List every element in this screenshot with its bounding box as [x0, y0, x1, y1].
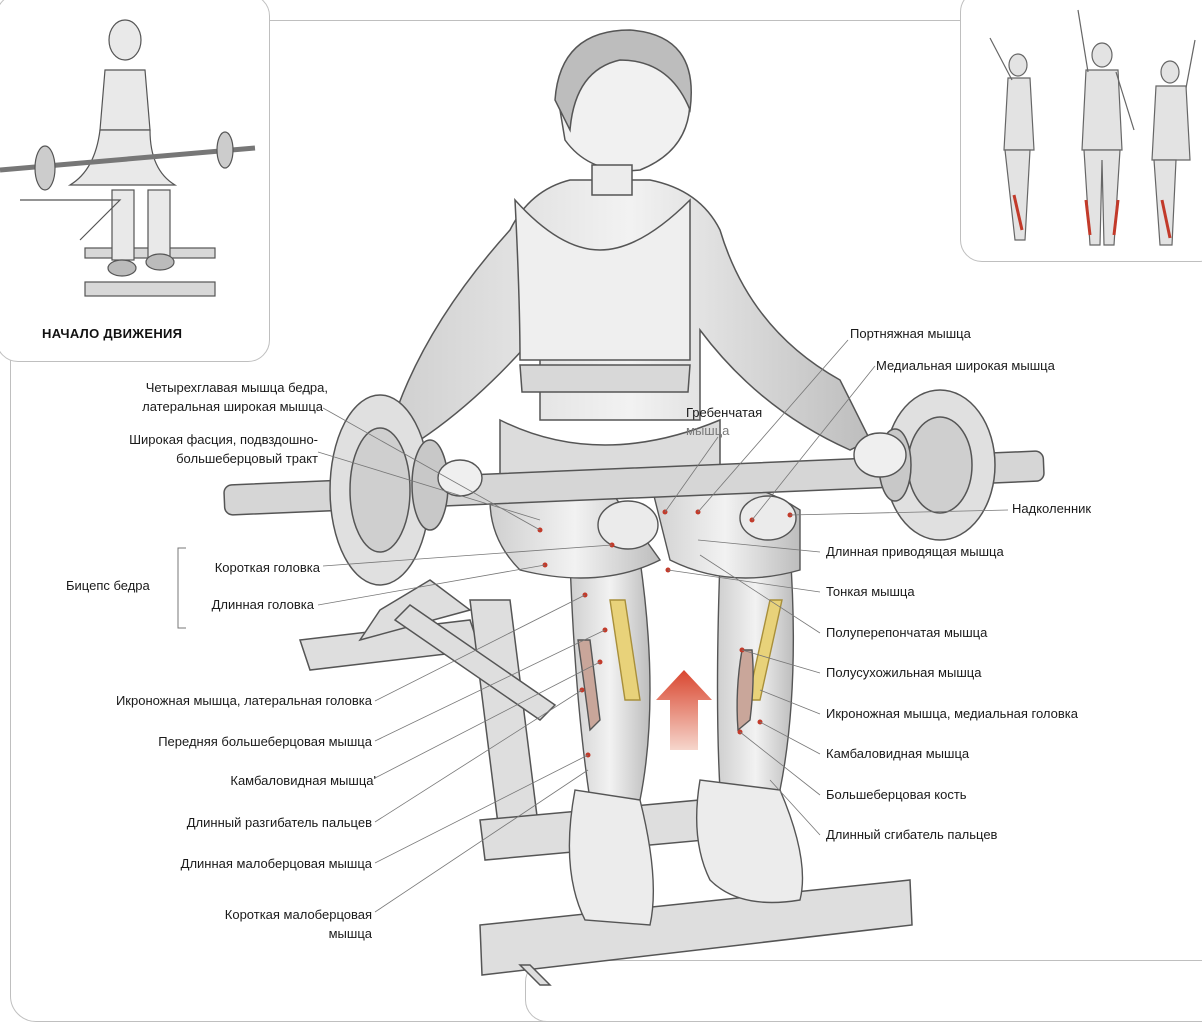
- label-tibia: Большеберцовая кость: [826, 786, 967, 804]
- upward-arrow: [656, 670, 712, 750]
- label-gastrocnemius-lateral: Икроножная мышца, латеральная головка: [116, 692, 372, 710]
- start-position-caption: НАЧАЛО ДВИЖЕНИЯ: [42, 326, 182, 341]
- head: [555, 30, 691, 195]
- label-sartorius: Портняжная мышца: [850, 325, 971, 343]
- start-position-figure: [0, 20, 255, 296]
- figure-side-left: [990, 38, 1034, 240]
- label-quadriceps: Четырехглавая мышца бедра,: [146, 379, 328, 397]
- label-short-head: Короткая головка: [215, 559, 320, 577]
- label-soleus-right: Камбаловидная мышца: [826, 745, 969, 763]
- label-peroneus-longus: Длинная малоберцовая мышца: [181, 855, 372, 873]
- label-long-head: Длинная головка: [212, 596, 314, 614]
- label-gastrocnemius-medial: Икроножная мышца, медиальная головка: [826, 705, 1078, 723]
- exercise-illustration: [0, 0, 1202, 996]
- label-flexor-digitorum: Длинный сгибатель пальцев: [826, 826, 997, 844]
- label-gracilis: Тонкая мышца: [826, 583, 915, 601]
- label-extensor-digitorum: Длинный разгибатель пальцев: [187, 814, 372, 832]
- label-biceps-femoris: Бицепс бедра: [66, 577, 150, 595]
- label-soleus-left: Камбаловидная мышца': [230, 772, 376, 790]
- biceps-bracket: [178, 548, 186, 628]
- label-vastus-lateralis: латеральная широкая мышца: [142, 398, 323, 416]
- label-vastus-medialis: Медиальная широкая мышца: [876, 357, 1055, 375]
- label-fascia-2: большеберцовый тракт: [176, 450, 318, 468]
- figure-back: [1152, 40, 1195, 245]
- label-patella: Надколенник: [1012, 500, 1091, 518]
- label-peroneus-brevis-1: Короткая малоберцовая: [225, 906, 372, 924]
- label-fascia-1: Широкая фасция, подвздошно-: [129, 431, 318, 449]
- label-adductor-longus: Длинная приводящая мышца: [826, 543, 1004, 561]
- label-semimembranosus: Полуперепончатая мышца: [826, 624, 987, 642]
- label-semitendinosus: Полусухожильная мышца: [826, 664, 981, 682]
- label-tibialis-anterior: Передняя большеберцовая мышца: [158, 733, 372, 751]
- figure-front: [1078, 10, 1134, 245]
- anatomy-overview-figures: [990, 10, 1195, 245]
- label-pectineus-1: Гребенчатая: [686, 404, 762, 422]
- label-pectineus-2: мышца: [686, 422, 729, 440]
- label-peroneus-brevis-2: мышца: [329, 925, 372, 943]
- torso: [390, 180, 870, 480]
